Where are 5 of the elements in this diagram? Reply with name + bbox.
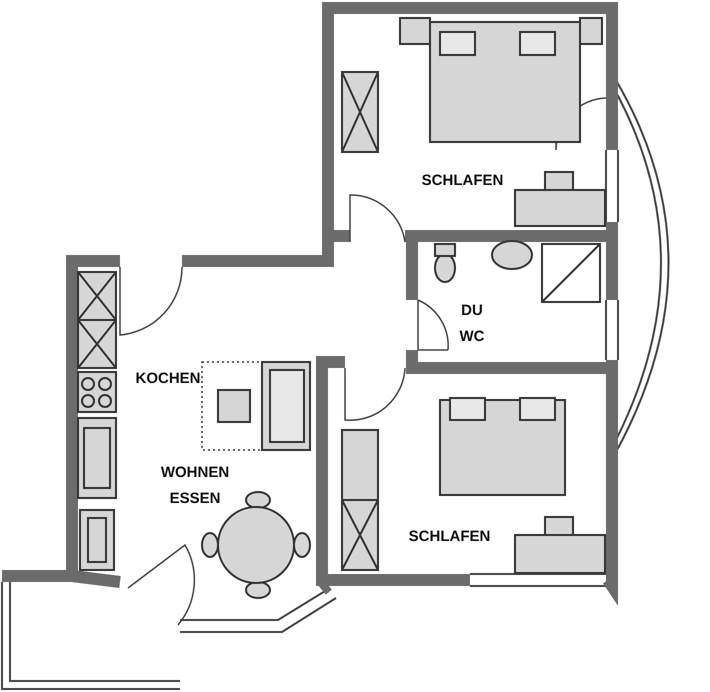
room-label: DU WC: [458, 301, 486, 347]
room-label: KOCHEN: [134, 369, 202, 389]
room-label: WOHNEN ESSEN: [160, 463, 230, 509]
room-label: SCHLAFEN: [408, 527, 492, 547]
room-label: SCHLAFEN: [420, 171, 504, 191]
